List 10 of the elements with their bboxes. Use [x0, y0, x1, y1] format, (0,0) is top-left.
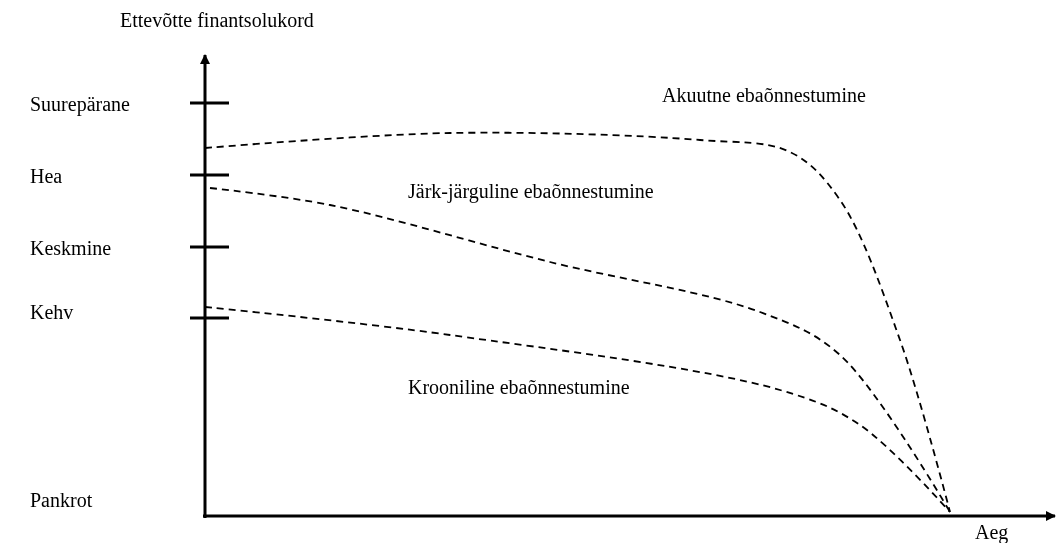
axis-level-label: Kehv [30, 300, 74, 324]
axis-level-label: Suurepärane [30, 92, 130, 116]
axis-level-label: Pankrot [30, 488, 93, 512]
axis-title: Aeg [975, 520, 1009, 543]
axis-title: Ettevõtte finantsolukord [120, 8, 314, 32]
axis-level-label: Keskmine [30, 236, 112, 260]
axis-level-label: Hea [30, 164, 63, 188]
curve-label: Krooniline ebaõnnestumine [408, 375, 630, 399]
curve-label: Akuutne ebaõnnestumine [662, 83, 866, 107]
curve-label: Järk-järguline ebaõnnestumine [408, 179, 654, 203]
